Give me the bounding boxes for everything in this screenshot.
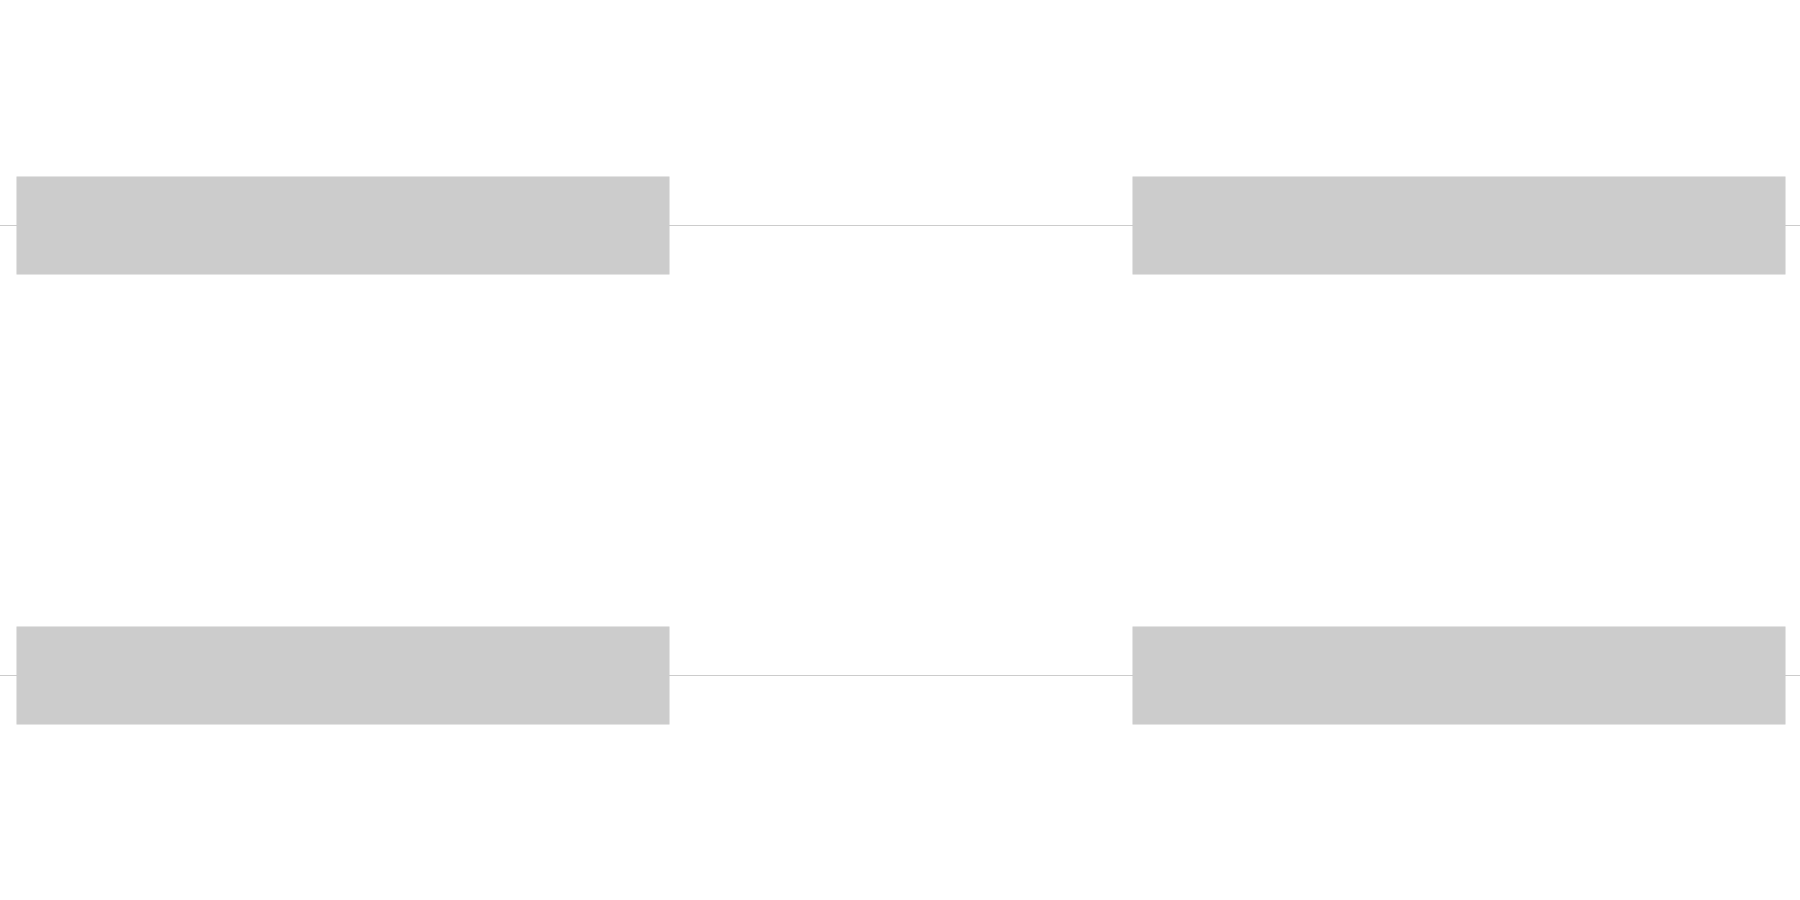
clip-track1-right[interactable] [1133,177,1785,274]
clip-track2-right[interactable] [1133,627,1785,724]
clip-track1-left[interactable] [17,177,669,274]
track-line-1 [0,225,1800,226]
clip-track2-left[interactable] [17,627,669,724]
track-line-2 [0,675,1800,676]
